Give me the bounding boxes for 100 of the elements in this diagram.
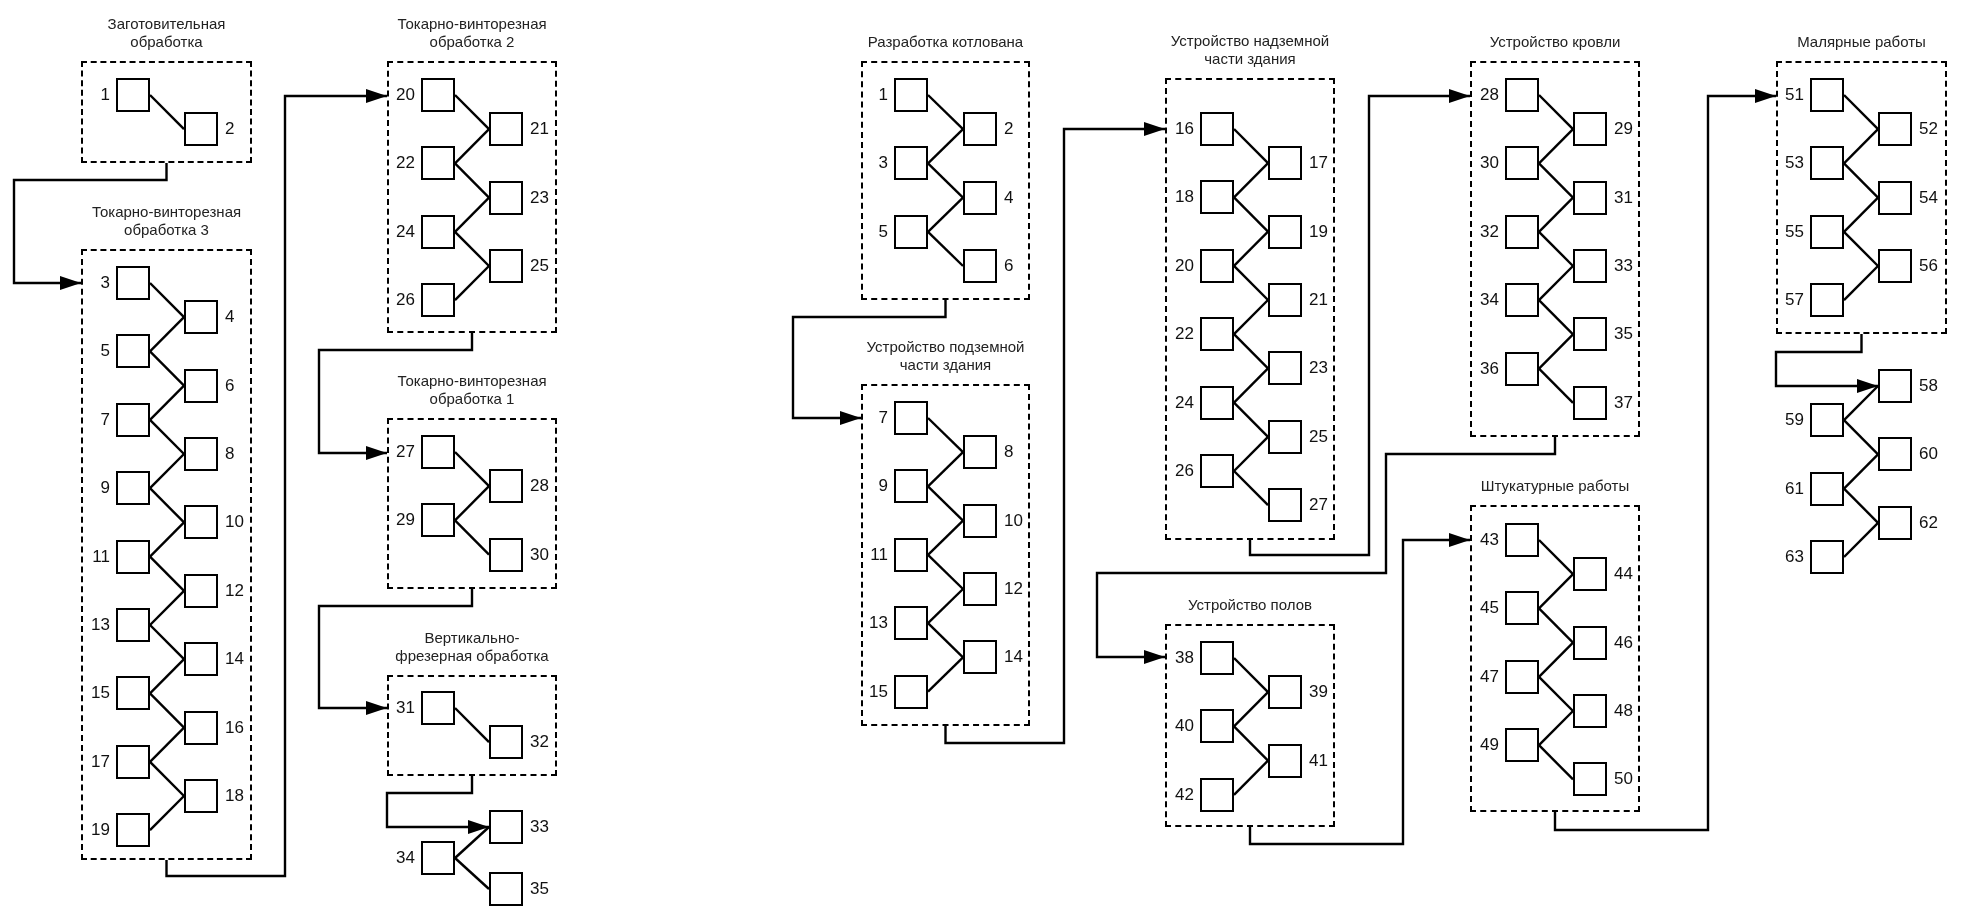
step-number: 53	[1785, 153, 1804, 174]
connector-line	[927, 451, 964, 488]
group-title: Устройство полов	[1187, 596, 1313, 614]
group-title: Устройство подземной части здания	[865, 338, 1026, 374]
connector-line	[1538, 573, 1574, 610]
connector-line	[1843, 385, 1879, 422]
connector-line	[1538, 299, 1574, 336]
flow-arrow	[165, 89, 387, 878]
connector-line	[1843, 487, 1879, 524]
step-square	[1200, 385, 1234, 420]
connector-line	[927, 128, 964, 165]
group-title: Разработка котлована	[866, 33, 1025, 51]
step-number: 47	[1480, 666, 1499, 687]
step-square	[1573, 112, 1607, 147]
step-square	[1810, 146, 1844, 181]
step-number: 11	[92, 546, 110, 567]
connector-line	[454, 265, 490, 302]
step-square	[1573, 625, 1607, 660]
step-square	[116, 334, 150, 369]
step-number: 61	[1785, 478, 1804, 499]
connector-line	[149, 350, 185, 387]
step-square	[116, 608, 150, 642]
connector-line	[1233, 299, 1269, 336]
step-square	[184, 368, 218, 403]
connector-line	[1233, 128, 1269, 165]
step-square	[489, 872, 523, 906]
step-square	[1573, 694, 1607, 728]
step-number: 1	[878, 85, 888, 105]
step-number: 7	[878, 408, 888, 428]
step-square	[116, 266, 150, 300]
connector-line	[149, 282, 185, 319]
connector-line	[1843, 419, 1879, 456]
connector-line	[927, 162, 964, 199]
step-square	[1810, 540, 1844, 574]
step-number: 6	[1004, 256, 1014, 276]
step-number: 36	[1480, 358, 1499, 379]
connector-line	[1538, 539, 1574, 576]
connector-line	[1843, 453, 1879, 490]
connector-line	[1843, 230, 1879, 267]
connector-line	[149, 384, 185, 421]
step-square	[1878, 249, 1912, 283]
step-number: 62	[1919, 512, 1938, 533]
step-number: 49	[1480, 735, 1499, 756]
step-square	[421, 691, 455, 725]
step-square	[1878, 369, 1912, 403]
step-square	[1268, 743, 1302, 778]
connector-line	[1233, 162, 1269, 199]
step-number: 32	[530, 732, 549, 753]
step-square	[1810, 403, 1844, 438]
step-number: 23	[1309, 358, 1328, 379]
group-title: Устройство надземной части здания	[1169, 32, 1331, 68]
step-number: 34	[396, 848, 415, 868]
step-square	[116, 539, 150, 574]
step-number: 31	[396, 698, 415, 718]
step-square	[1268, 146, 1302, 181]
step-number: 4	[1004, 187, 1014, 208]
step-square	[1200, 180, 1234, 215]
connector-line	[927, 553, 964, 590]
step-number: 3	[100, 273, 110, 293]
step-square	[421, 435, 455, 469]
step-number: 21	[530, 119, 549, 140]
connector-line	[927, 94, 964, 131]
step-number: 11	[870, 544, 888, 565]
flow-arrow	[791, 300, 947, 425]
step-square	[1573, 180, 1607, 215]
connector-line	[1538, 230, 1574, 267]
group-title: Токарно-винторезная обработка 1	[396, 372, 548, 408]
connector-line	[1233, 367, 1269, 404]
step-square	[1268, 214, 1302, 249]
step-square	[1200, 317, 1234, 352]
connector-line	[927, 656, 964, 693]
connector-line	[1538, 94, 1574, 131]
group-title: Токарно-винторезная обработка 2	[396, 15, 548, 51]
connector-line	[1538, 744, 1574, 781]
connector-line	[927, 417, 964, 454]
step-number: 63	[1785, 547, 1804, 567]
step-number: 15	[869, 681, 888, 702]
step-square	[963, 180, 997, 215]
step-square	[963, 112, 997, 147]
step-square	[489, 180, 523, 215]
step-number: 15	[91, 683, 110, 704]
step-number: 4	[225, 307, 235, 328]
step-number: 9	[878, 476, 888, 497]
step-number: 25	[530, 256, 549, 276]
step-number: 22	[396, 153, 415, 174]
step-number: 13	[91, 615, 110, 635]
step-number: 32	[1480, 221, 1499, 242]
step-square	[489, 249, 523, 283]
flow-arrow	[317, 333, 474, 460]
step-number: 3	[878, 153, 888, 174]
connector-line	[1538, 675, 1574, 712]
step-number: 8	[1004, 442, 1014, 463]
step-square	[1200, 641, 1234, 675]
step-square	[963, 640, 997, 675]
connector-line	[454, 94, 490, 131]
step-square	[894, 78, 928, 112]
step-square	[1268, 351, 1302, 386]
connector-line	[927, 485, 964, 522]
step-number: 28	[530, 476, 549, 497]
step-number: 18	[225, 786, 244, 806]
